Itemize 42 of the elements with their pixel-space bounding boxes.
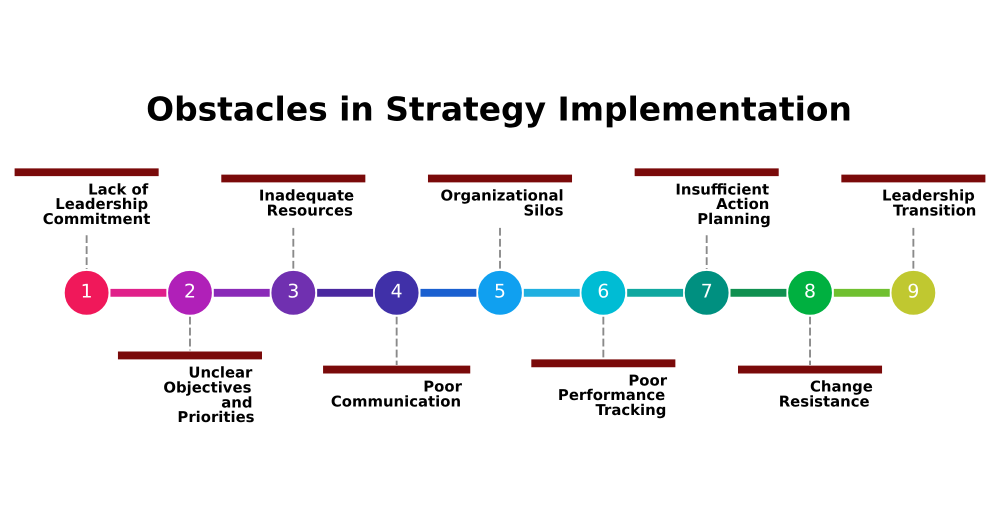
node-box — [634, 168, 779, 176]
node-box — [323, 366, 470, 374]
node-circle: 1 — [62, 268, 112, 318]
connector — [524, 288, 580, 297]
node-circle: 3 — [268, 268, 318, 318]
node-box — [841, 174, 986, 182]
node-label: Organizational Silos — [440, 186, 564, 220]
connector — [214, 288, 270, 297]
connector — [292, 228, 294, 269]
connector — [809, 316, 811, 366]
node-label: Poor Performance Tracking — [558, 371, 668, 420]
node-label: Lack of Leadership Commitment — [42, 180, 150, 228]
connector — [420, 288, 476, 297]
connector — [189, 316, 191, 350]
connector — [317, 288, 374, 297]
connector — [706, 235, 708, 270]
node-label: Inadequate Resources — [258, 186, 354, 220]
connector — [396, 316, 398, 366]
connector — [834, 288, 890, 297]
node-circle: 6 — [578, 268, 628, 318]
connector — [110, 288, 166, 297]
node-label: Change Resistance — [778, 378, 873, 410]
node-box — [531, 359, 676, 368]
diagram-title: Obstacles in Strategy Implementation — [146, 89, 852, 128]
node-label: Leadership Transition — [882, 186, 976, 220]
node-label: Poor Communication — [330, 378, 462, 410]
node-label: Unclear Objectives and Priorities — [163, 364, 255, 426]
connector — [627, 288, 684, 297]
node-box — [738, 366, 882, 374]
connector — [912, 228, 914, 269]
node-circle: 7 — [682, 268, 732, 318]
node-circle: 9 — [888, 268, 938, 318]
node-box — [118, 352, 262, 360]
connector — [730, 288, 786, 297]
node-box — [14, 168, 159, 176]
node-label: Insufficient Action Planning — [675, 180, 771, 228]
connector — [602, 316, 604, 358]
node-circle: 4 — [372, 268, 422, 318]
node-box — [428, 174, 572, 182]
connector — [86, 235, 88, 270]
node-box — [221, 174, 366, 182]
connector — [499, 228, 501, 269]
